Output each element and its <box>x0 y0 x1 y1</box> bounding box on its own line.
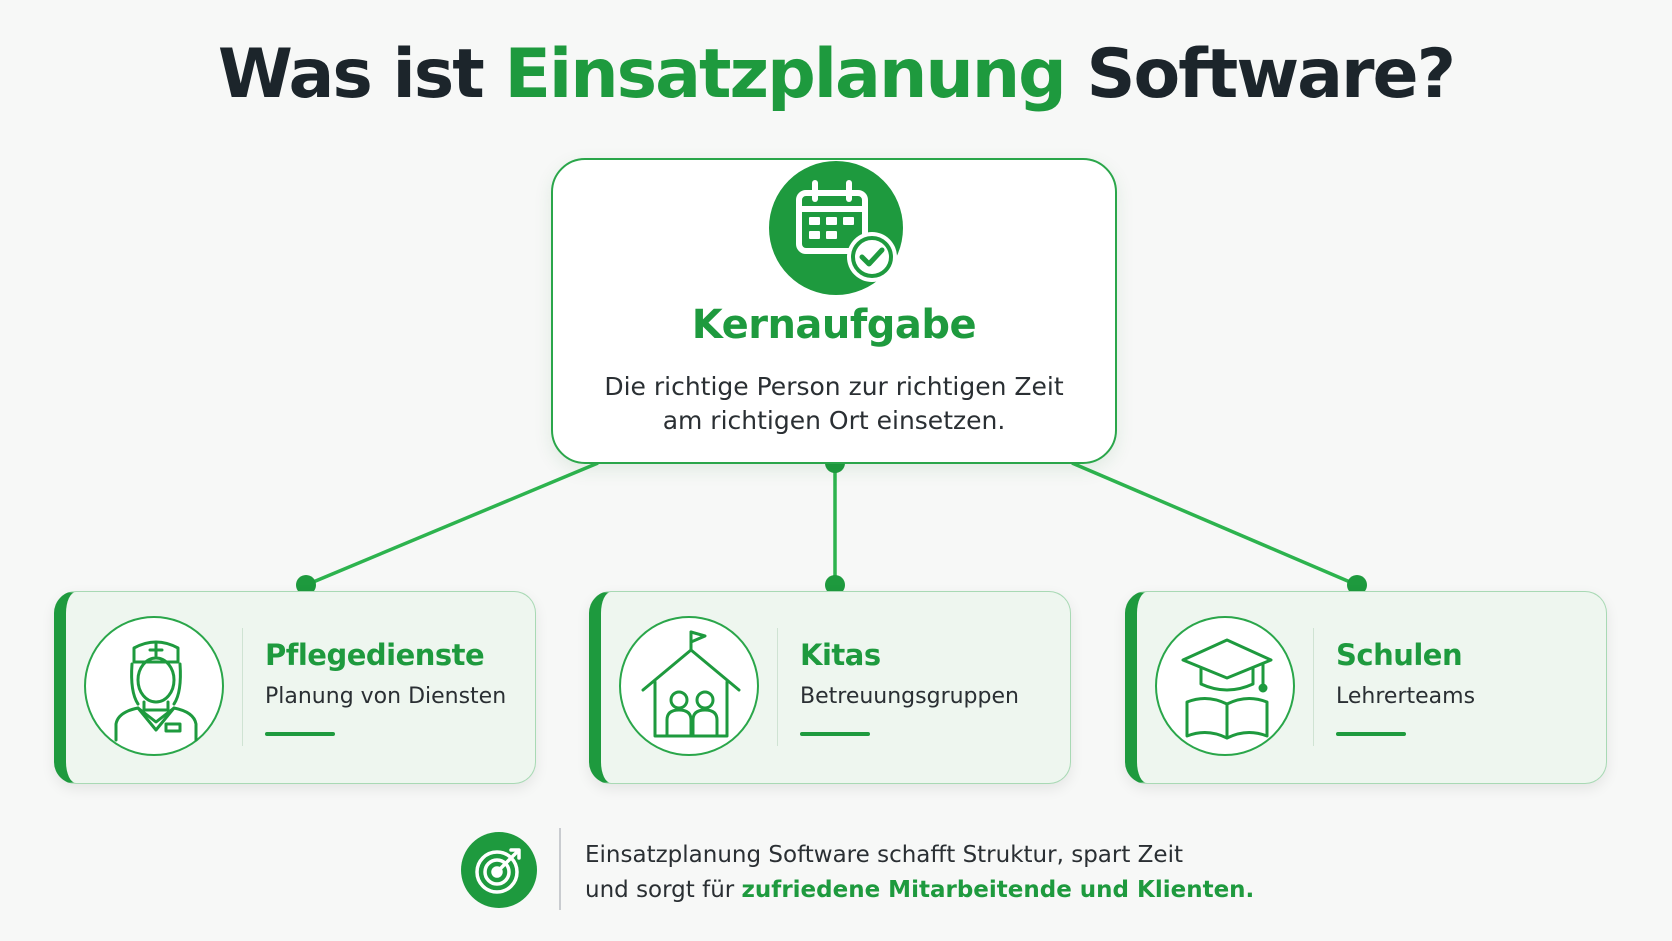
target-icon <box>461 832 537 908</box>
card-pflegedienste: Pflegedienste Planung von Diensten <box>54 591 536 784</box>
title-highlight: Einsatzplanung <box>504 35 1066 114</box>
core-description: Die richtige Person zur richtigen Zeit a… <box>553 370 1115 438</box>
card-title: Schulen <box>1336 638 1463 672</box>
card-subtitle: Lehrerteams <box>1336 684 1476 709</box>
card-subtitle: Planung von Diensten <box>265 684 507 709</box>
title-prefix: Was ist <box>217 35 505 114</box>
calendar-check-icon <box>769 161 903 295</box>
card-accent-bar <box>800 732 870 736</box>
connector-dot-center <box>825 575 845 595</box>
footer-divider <box>559 828 561 910</box>
card-title: Pflegedienste <box>265 638 485 672</box>
card-schulen: Schulen Lehrerteams <box>1125 591 1607 784</box>
card-subtitle: Betreuungsgruppen <box>800 684 1019 709</box>
core-task-box: Kernaufgabe Die richtige Person zur rich… <box>551 158 1117 464</box>
page-title: Was ist Einsatzplanung Software? <box>0 30 1672 120</box>
core-line-1: Die richtige Person zur richtigen Zeit <box>604 372 1064 401</box>
card-divider <box>242 628 243 746</box>
card-divider <box>1313 628 1314 746</box>
core-heading: Kernaufgabe <box>691 302 977 348</box>
footer-line-2-prefix: und sorgt für <box>585 877 742 903</box>
connector-right <box>1071 461 1358 587</box>
nurse-icon <box>84 616 224 756</box>
card-title: Kitas <box>800 638 881 672</box>
connector-dot-right <box>1347 575 1367 595</box>
footer-line-2: und sorgt für zufriedene Mitarbeitende u… <box>585 873 1254 908</box>
card-divider <box>777 628 778 746</box>
card-accent-bar <box>1336 732 1406 736</box>
footer-line-1: Einsatzplanung Software schafft Struktur… <box>585 842 1183 868</box>
footer-text: Einsatzplanung Software schafft Struktur… <box>585 838 1254 908</box>
card-kitas: Kitas Betreuungsgruppen <box>589 591 1071 784</box>
graduation-book-icon <box>1155 616 1295 756</box>
connector-left <box>305 461 599 587</box>
footer-highlight: zufriedene Mitarbeitende und Klienten. <box>741 877 1255 903</box>
card-accent-bar <box>265 732 335 736</box>
core-line-2: am richtigen Ort einsetzen. <box>662 406 1006 435</box>
title-suffix: Software? <box>1064 35 1457 114</box>
connector-dot-left <box>296 575 316 595</box>
kindergarten-house-icon <box>619 616 759 756</box>
